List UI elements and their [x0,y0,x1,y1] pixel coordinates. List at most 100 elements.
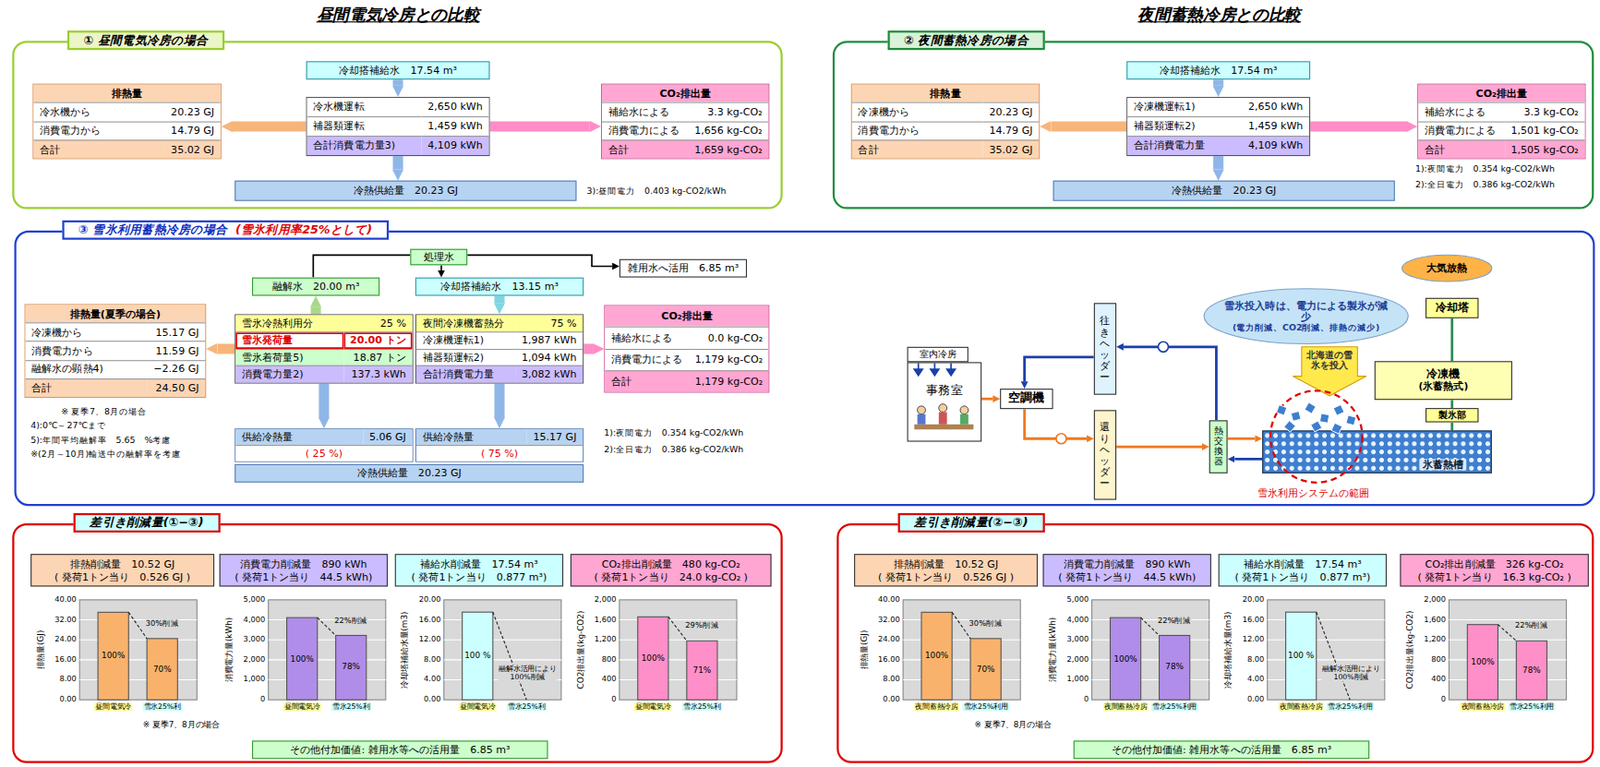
chart-text: 0.00 [1247,695,1264,705]
chart-text: 100 % [1286,651,1317,662]
chart-text: 融解水活用により100%削減 [1321,665,1381,683]
chart-text: 1,000 [243,675,266,686]
bar [287,617,318,700]
text-box: 冷却搭補給水17.54 m³ [1126,60,1311,80]
snow-block [1346,415,1357,426]
grid-line [902,639,1021,641]
node-text: ① 昼間電気冷房の場合 [84,33,209,48]
bar [686,640,718,700]
chart-text: 1,200 [594,635,617,645]
node-text: 1,656 kg-CO₂ [688,120,770,140]
node-text: ( 発荷1トン当り 16.3 kg-CO₂ ) [1417,570,1571,583]
chart-text: 1,600 [1423,615,1446,626]
flow-arrow [1234,457,1263,461]
flow-arrow [311,307,322,315]
node-text: ( 発荷1トン当り 44.5 kWh) [1058,570,1196,583]
chart-text: 8.00 [1247,655,1264,665]
node-text: 排熱量 [33,84,220,103]
grid-line [79,679,197,681]
bar-charts [79,600,1566,700]
text-box: CO₂排出削減量 326 kg-CO₂( 発荷1トン当り 16.3 kg-CO₂… [1399,553,1588,587]
grid-line [268,639,386,641]
header-bar: 往きヘッダー [1094,302,1117,395]
chart-text: 16.00 [54,655,77,665]
chart-text: 0 [611,695,616,705]
grid-line [444,619,562,621]
storage-tank: 氷蓄熱槽 [1262,430,1492,473]
chart-text: 消費電力量(kWh) [1048,617,1059,684]
header-bar: 熱交換器 [1209,420,1228,473]
block-arrow: 北海道の雪氷を投入 [1292,347,1367,397]
node-text: 20.23 GJ [164,102,220,121]
chart-text: 2,000 [1423,595,1446,605]
note-text: ※ 夏季7、8月の場合 [60,407,146,418]
node-text: 排熱削減量 10.52 GJ [70,558,175,571]
bar-chart [444,600,562,700]
chart-text: 78% [336,662,367,673]
node-text: 雪氷着荷量5) [235,348,344,366]
node-text: 4,109 kWh [1241,135,1310,156]
grid-line [1448,639,1566,641]
flow-arrow [1024,409,1087,439]
chart-text: 12.00 [1242,635,1265,645]
flow-arrow [1116,445,1203,449]
text-box: 製氷部 [1425,408,1479,423]
node-text: 2,650 kWh [421,97,490,117]
data-table: 排熱量冷水機から20.23 GJ消費電力から14.79 GJ合計35.02 GJ [32,84,221,160]
plot-area [619,600,737,700]
bar [1109,617,1141,700]
flow-arrow [493,296,505,304]
grid-line [1448,659,1566,661]
chart-text: 12.00 [419,635,442,645]
note-text: 3):昼間電力 0.403 kg-CO2/kWh [587,186,727,197]
chart-text: 800 [1431,655,1446,665]
node-text: 雑用水へ活用 [627,262,689,275]
node-text: 室内冷房 [919,348,957,360]
pump [1157,341,1168,352]
chart-text: 24.00 [878,635,901,645]
node-text: 冷熱供給量 [353,184,405,197]
data-table: 夜間冷凍機蓄熱分75 %冷凍機運転1)1,987 kWh補器類運転2)1,094… [415,313,584,384]
reduction-line [493,612,527,700]
snow-block [1284,421,1296,433]
flow-arrow [1450,399,1454,409]
text-box: 消費電力削減量 890 kWh( 発荷1トン当り 44.5 kWh) [219,553,388,587]
grid-line [902,679,1021,681]
text-box: その他付加価値: 雑用水等への活用量 6.85 m³ [252,740,549,759]
grid-line [1092,679,1210,681]
node-text: 差引き削減量(②−③) [914,516,1028,530]
node-text: 排熱量 [852,84,1039,103]
node-text: 消費電力による [604,348,689,370]
text-box: 事務室 [907,361,983,442]
air-arrow [914,362,923,375]
plot-area [268,600,386,700]
panel: ③ 雪氷利用蓄熱冷房の場合(雪氷利用率25%として)処理水雑用水へ活用6.85 … [13,230,1595,506]
text-box: CO₂排出削減量 480 kg-CO₂( 発荷1トン当り 24.0 kg-CO₂… [570,553,772,587]
plot-area [79,600,197,700]
flow-arrow [393,79,404,86]
node-text: CO₂排出削減量 480 kg-CO₂ [601,558,741,571]
chart-text: 78% [1515,665,1547,675]
node-text: 補給水削減量 17.54 m³ [1243,558,1362,571]
node-text: 1,501 kg-CO₂ [1504,120,1586,140]
node-text: 合計 [33,139,165,158]
node-text: 20.23 GJ [983,102,1039,121]
chart-text: 3,000 [1067,635,1090,645]
data-table: 供給冷熱量15.17 GJ( 75 %) [415,428,584,462]
note-text: 雪氷利用システムの範囲 [1257,488,1371,500]
text-box: 融解水20.00 m³ [252,277,380,297]
data-table: CO₂排出量補給水による3.3 kg-CO₂消費電力による1,501 kg-CO… [1417,84,1586,160]
chart-text: 雪氷25%利用 [1326,703,1373,712]
node-text: 1,659 kg-CO₂ [688,139,770,158]
node-text: ( 発荷1トン当り 0.526 GJ ) [54,570,191,583]
chart-text: 400 [1431,675,1446,686]
note-text: 1):夜間電力 0.354 kg-CO2/kWh [603,428,744,439]
text-box: 補給水削減量 17.54 m³( 発荷1トン当り 0.877 m³) [1218,553,1387,587]
grid-line [1267,619,1385,621]
flow-arrow [312,254,410,277]
panel: 差引き削減量(①−③)排熱削減量 10.52 GJ( 発荷1トン当り 0.526… [12,523,782,764]
node-text: 35.02 GJ [983,139,1039,158]
node-text: CO₂排出量 [601,84,769,103]
person-head [938,404,948,413]
node-text: 17.54 m³ [410,64,458,77]
